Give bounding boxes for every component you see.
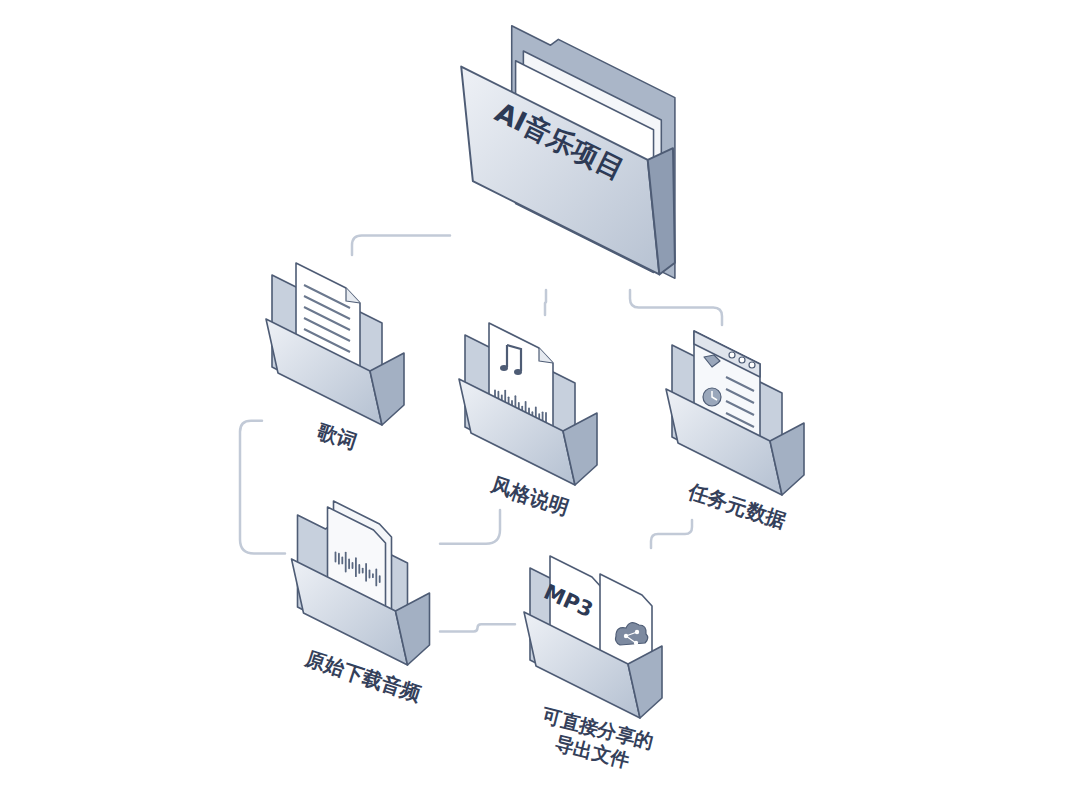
folder-icon (262, 255, 412, 435)
waveform-bar (338, 554, 340, 564)
window-dot (729, 352, 735, 358)
text-line (304, 307, 350, 330)
folder-front (666, 389, 782, 495)
project-folder: AI音乐项目 (450, 18, 690, 290)
folder-side (563, 413, 597, 485)
page-fold (539, 348, 553, 363)
waveform-bar (369, 571, 371, 578)
sub-folder: 任务元数据 (662, 325, 812, 520)
waveform-bar (335, 553, 337, 562)
folder-side (396, 593, 430, 665)
text-line (726, 377, 754, 391)
folder-front (459, 379, 575, 485)
tag-icon (704, 355, 720, 367)
waveform-bar (372, 574, 374, 577)
music-note-head (514, 369, 522, 375)
folder-side (370, 353, 404, 425)
folder-side (770, 423, 804, 495)
waveform-bar (362, 569, 364, 573)
folder-icon (455, 315, 605, 495)
share-line (626, 632, 637, 643)
sub-folder: 原始下载音频 (285, 495, 440, 690)
folder-label: 歌词 (310, 416, 364, 457)
waveform-bar (348, 559, 350, 568)
connector (440, 510, 500, 544)
music-note (507, 345, 521, 371)
text-line (304, 285, 350, 308)
sub-folder: 风格说明 (455, 315, 605, 510)
sub-folder: 可直接分享的 导出文件MP3 (515, 548, 675, 766)
folder-side (648, 148, 675, 274)
connector (651, 520, 692, 548)
waveform-bar (358, 565, 360, 573)
music-note-head (500, 365, 508, 371)
cloud-icon (616, 623, 648, 645)
waveform-bar (355, 558, 357, 576)
window-dot (739, 357, 745, 363)
clock-icon (703, 388, 721, 406)
folder-icon (662, 325, 812, 505)
waveform-bar (345, 553, 347, 572)
clock-hands (712, 391, 717, 400)
sub-folder: 歌词 (262, 255, 412, 450)
waveform-bar (375, 569, 377, 585)
window-dot (749, 362, 755, 368)
connector (630, 290, 722, 325)
page-fold (346, 288, 360, 303)
text-line (304, 296, 350, 319)
folder-side (628, 646, 662, 718)
connector (240, 421, 285, 554)
waveform-bar (365, 564, 367, 581)
waveform-bar (352, 563, 354, 568)
waveform-bar (379, 576, 381, 582)
folder-front (461, 67, 659, 275)
window-bar (694, 331, 760, 377)
connector (545, 290, 546, 315)
connector (440, 624, 515, 631)
text-line (726, 389, 754, 403)
waveform-bar (341, 557, 343, 563)
connector (352, 236, 450, 255)
text-line (726, 401, 754, 415)
folder-front (266, 319, 382, 425)
text-line (304, 318, 350, 341)
